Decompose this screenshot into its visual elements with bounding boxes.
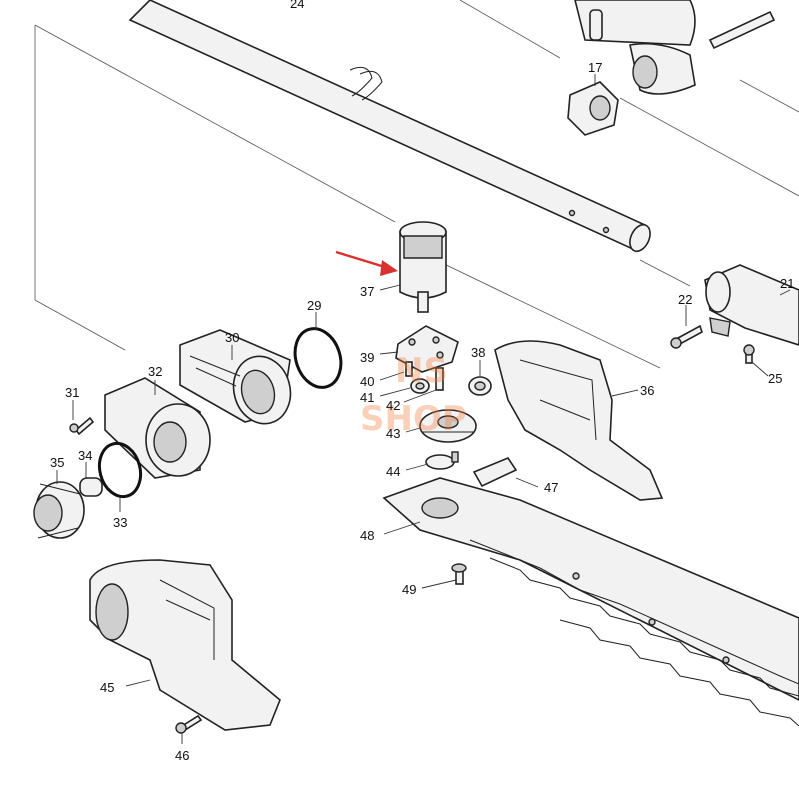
callout-37: 37 bbox=[360, 284, 374, 299]
part-32-adapter bbox=[104, 377, 211, 479]
callout-21: 21 bbox=[780, 276, 794, 291]
callout-48: 48 bbox=[360, 528, 374, 543]
part-48-blade-assembly bbox=[382, 477, 799, 727]
part-21-clamp bbox=[704, 264, 799, 346]
callout-32: 32 bbox=[148, 364, 162, 379]
callout-31: 31 bbox=[65, 385, 79, 400]
part-24-shaft-tube bbox=[128, 0, 651, 253]
part-39-bracket bbox=[379, 325, 459, 373]
part-30-housing bbox=[179, 329, 292, 425]
part-36-frame bbox=[494, 340, 664, 501]
part-22-bolt bbox=[670, 305, 703, 349]
part-37-motor bbox=[379, 221, 447, 313]
part-44-crank bbox=[405, 451, 459, 471]
part-47-pad bbox=[472, 457, 539, 488]
part-40-pin bbox=[379, 361, 413, 381]
callout-24: 24 bbox=[290, 0, 304, 11]
part-29-o-ring bbox=[293, 312, 343, 389]
callout-29: 29 bbox=[307, 298, 321, 313]
part-42-shaft bbox=[403, 367, 444, 403]
callout-39: 39 bbox=[360, 350, 374, 365]
part-35-gear bbox=[33, 470, 85, 539]
part-43-gear bbox=[405, 409, 477, 443]
callout-25: 25 bbox=[768, 371, 782, 386]
callout-43: 43 bbox=[386, 426, 400, 441]
callout-30: 30 bbox=[225, 330, 239, 345]
callout-36: 36 bbox=[640, 383, 654, 398]
callout-46: 46 bbox=[175, 748, 189, 763]
callout-33: 33 bbox=[113, 515, 127, 530]
part-41-bearing bbox=[379, 378, 430, 397]
callout-42: 42 bbox=[386, 398, 400, 413]
callout-40: 40 bbox=[360, 374, 374, 389]
part-45-cover bbox=[89, 559, 281, 731]
callout-49: 49 bbox=[402, 582, 416, 597]
callout-41: 41 bbox=[360, 390, 374, 405]
callout-17: 17 bbox=[588, 60, 602, 75]
part-31-screw bbox=[69, 400, 95, 436]
callout-35: 35 bbox=[50, 455, 64, 470]
part-46-screw bbox=[175, 714, 203, 744]
part-25-screw bbox=[743, 344, 769, 377]
part-17-knob bbox=[567, 74, 619, 136]
part-33-o-ring bbox=[97, 441, 143, 512]
watermark-line2: SHOP bbox=[360, 399, 467, 439]
frame-lines bbox=[34, 0, 799, 369]
callout-38: 38 bbox=[471, 345, 485, 360]
part-top-handle-clamp bbox=[574, 0, 776, 95]
part-34-bushing bbox=[79, 462, 103, 497]
red-arrow-icon bbox=[335, 250, 398, 276]
callout-labels: 24 17 37 29 30 22 21 25 39 38 36 32 31 4… bbox=[50, 0, 794, 763]
callout-45: 45 bbox=[100, 680, 114, 695]
part-49-bolt bbox=[421, 563, 467, 589]
watermark-logo: NS SHOP bbox=[360, 351, 467, 439]
watermark-line1: NS bbox=[395, 351, 448, 391]
callout-22: 22 bbox=[678, 292, 692, 307]
callout-34: 34 bbox=[78, 448, 92, 463]
part-38-spacer bbox=[468, 360, 492, 396]
callout-44: 44 bbox=[386, 464, 400, 479]
callout-47: 47 bbox=[544, 480, 558, 495]
